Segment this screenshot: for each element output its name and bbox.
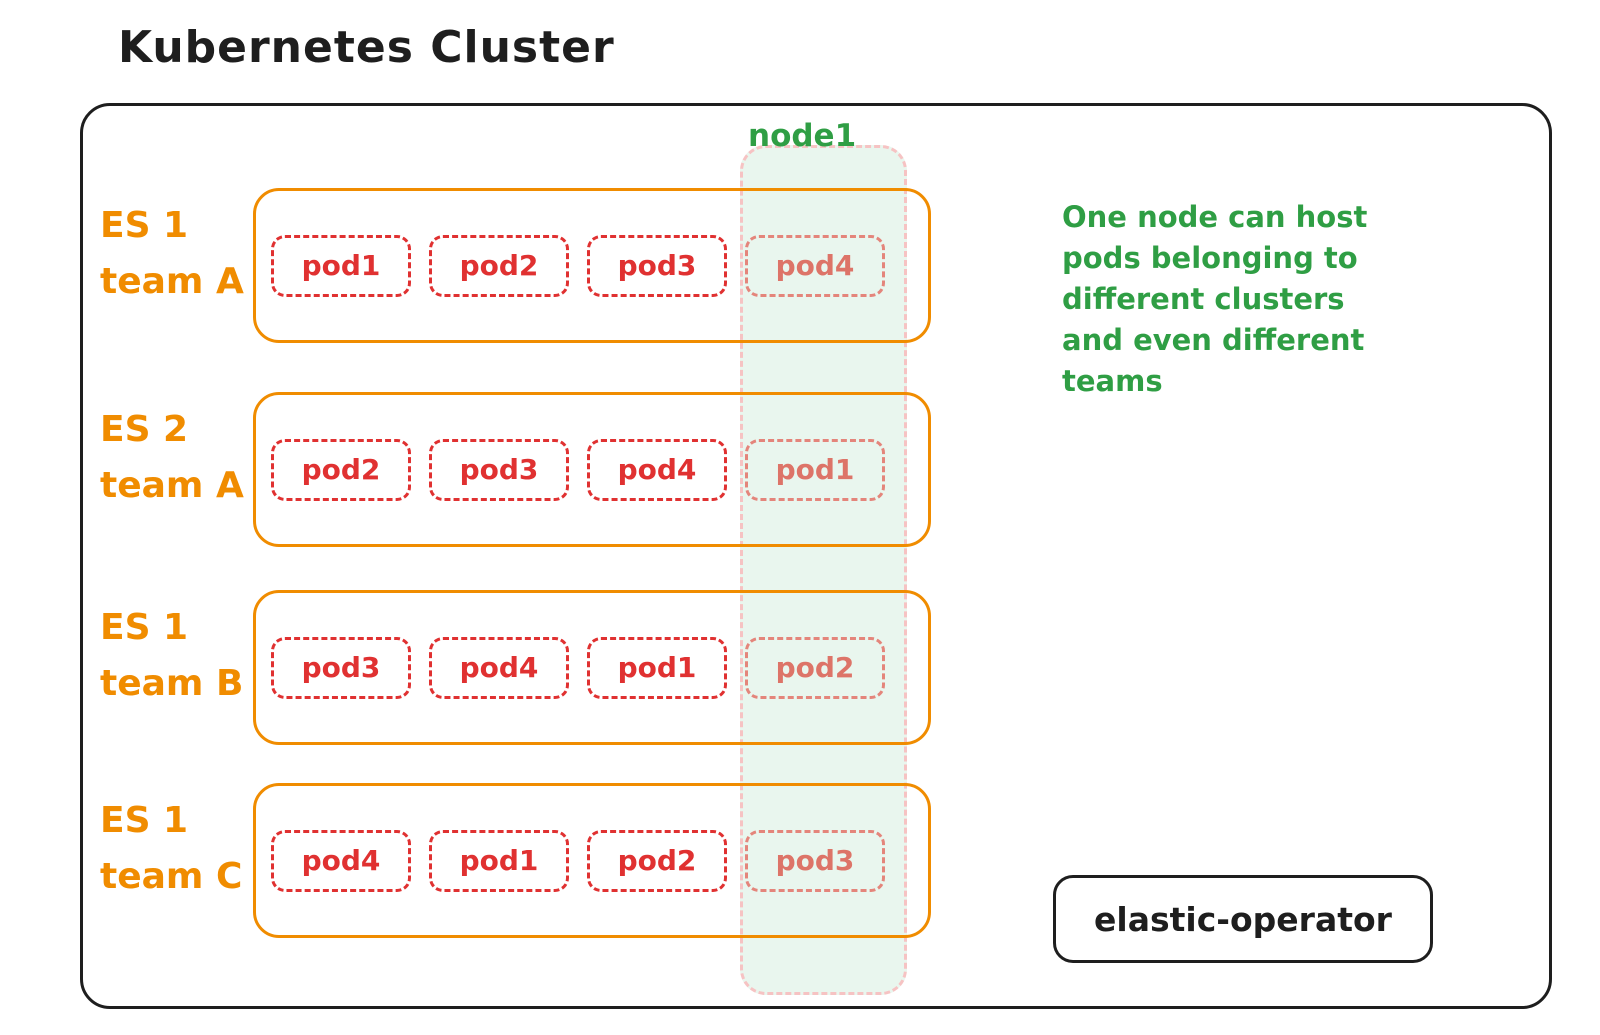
pod-box: pod4 [587,438,727,501]
pod-box: pod2 [429,234,569,297]
cluster-box: pod4 pod1 pod2 pod3 [253,783,931,938]
cluster-row-2: ES 2 team A pod2 pod3 pod4 pod1 [98,392,938,547]
elastic-operator-box: elastic-operator [1053,875,1433,963]
pod-box: pod1 [745,438,885,501]
pod-box: pod4 [429,636,569,699]
pod-box: pod3 [429,438,569,501]
cluster-label: ES 1 team B [100,600,250,712]
pod-box: pod3 [271,636,411,699]
pod-box: pod2 [271,438,411,501]
cluster-row-4: ES 1 team C pod4 pod1 pod2 pod3 [98,783,938,938]
cluster-label: ES 2 team A [100,402,250,514]
annotation-line: pods belonging to [1062,241,1358,275]
pod-box: pod3 [745,829,885,892]
cluster-row-3: ES 1 team B pod3 pod4 pod1 pod2 [98,590,938,745]
cluster-label-line: ES 1 [100,205,189,246]
cluster-box: pod2 pod3 pod4 pod1 [253,392,931,547]
cluster-label: ES 1 team C [100,793,250,905]
annotation-line: teams [1062,364,1163,398]
cluster-label-line: team A [100,261,244,302]
cluster-box: pod3 pod4 pod1 pod2 [253,590,931,745]
annotation-line: One node can host [1062,200,1368,234]
pod-box: pod1 [429,829,569,892]
cluster-label-line: team B [100,663,244,704]
kubernetes-cluster-boundary [80,103,1552,1009]
cluster-row-1: ES 1 team A pod1 pod2 pod3 pod4 [98,188,938,343]
cluster-label: ES 1 team A [100,198,250,310]
annotation-line: different clusters [1062,282,1345,316]
pod-box: pod4 [271,829,411,892]
elastic-operator-label: elastic-operator [1094,899,1392,939]
annotation-line: and even different [1062,323,1365,357]
cluster-label-line: ES 1 [100,607,189,648]
cluster-box: pod1 pod2 pod3 pod4 [253,188,931,343]
pod-box: pod4 [745,234,885,297]
cluster-label-line: ES 1 [100,800,189,841]
node-annotation-text: One node can host pods belonging to differ… [1062,197,1402,402]
cluster-label-line: ES 2 [100,409,189,450]
cluster-label-line: team A [100,465,244,506]
pod-box: pod2 [745,636,885,699]
pod-box: pod1 [587,636,727,699]
diagram-title: Kubernetes Cluster [118,22,615,73]
cluster-label-line: team C [100,856,243,897]
pod-box: pod3 [587,234,727,297]
pod-box: pod1 [271,234,411,297]
node1-label: node1 [748,118,857,154]
pod-box: pod2 [587,829,727,892]
